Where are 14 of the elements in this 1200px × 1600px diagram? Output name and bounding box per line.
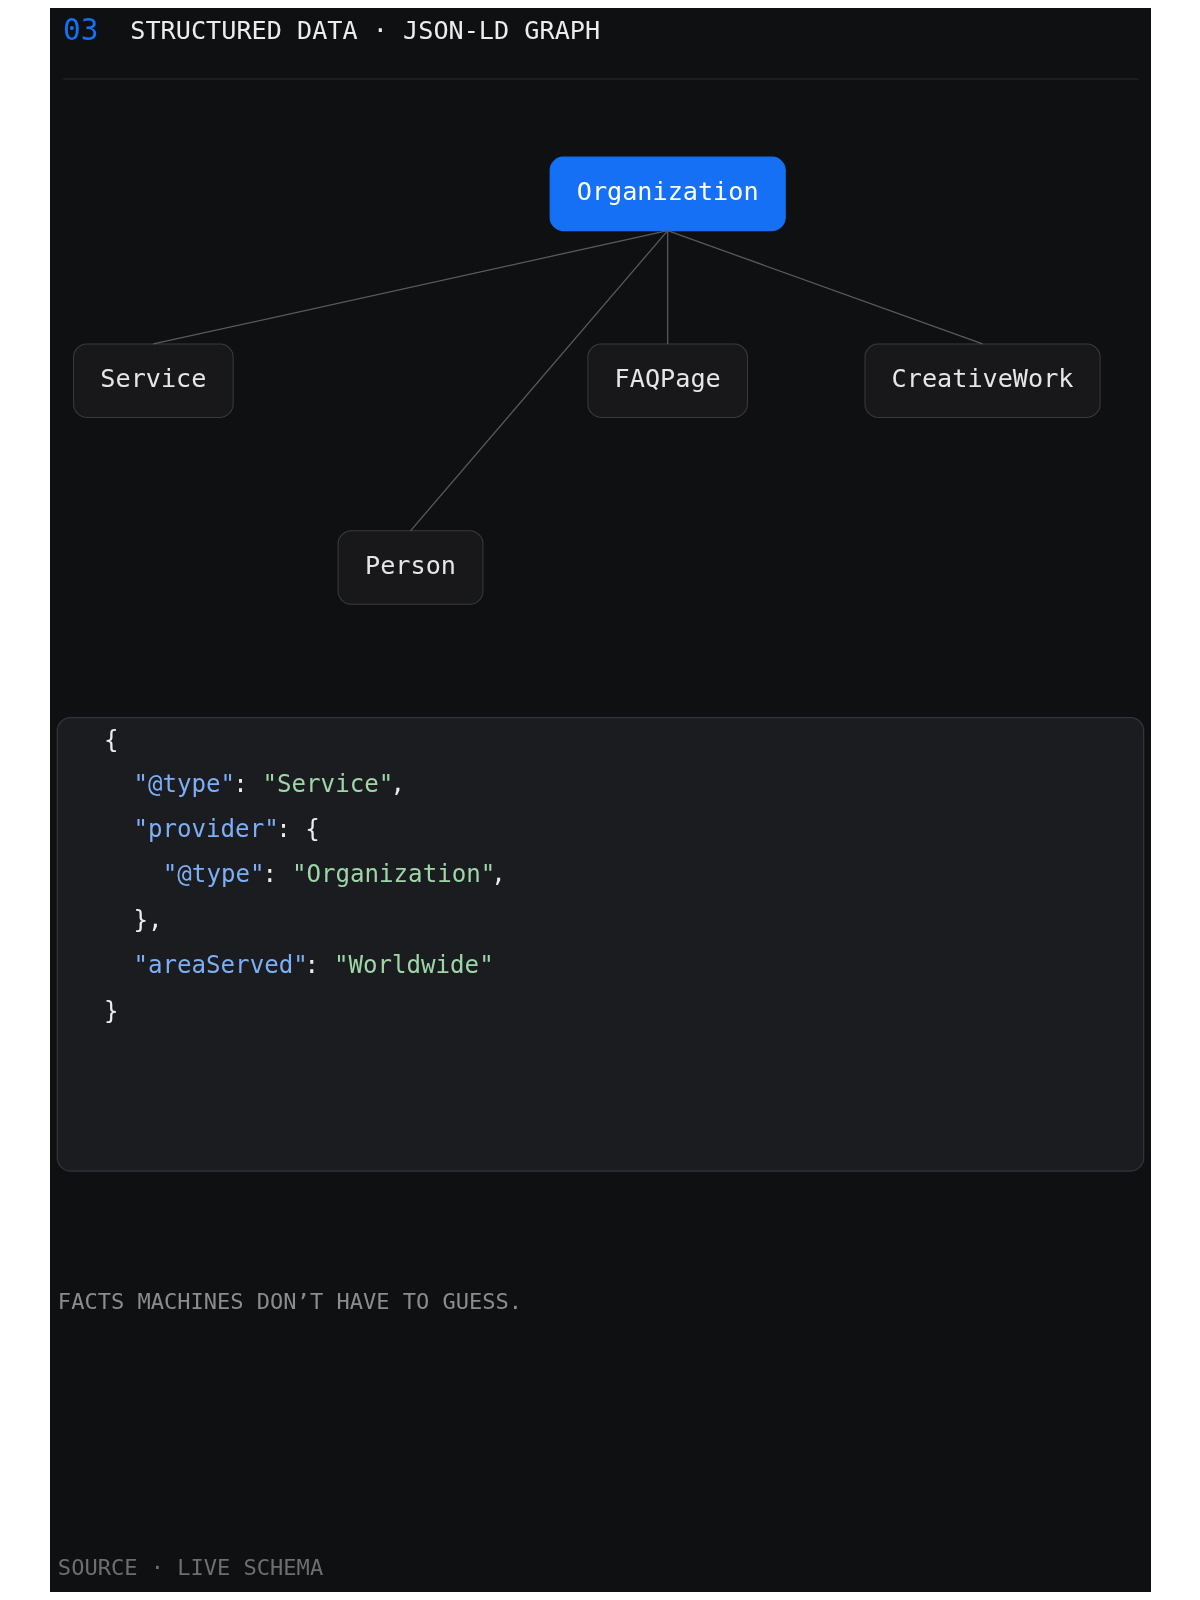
node-box: CreativeWork (863, 343, 1101, 418)
connector (666, 230, 668, 345)
node-box: { "@type": "Service", "provider": { "@type": "Organization", }, "areaServed": "Worldwide" } (56, 717, 1144, 1172)
connector (666, 230, 983, 345)
label: FACTS MACHINES DON’T HAVE TO GUESS. (57, 1289, 522, 1315)
node-box: FAQPage (586, 343, 748, 418)
label: 03 (62, 13, 98, 48)
label: SOURCE · LIVE SCHEMA (57, 1554, 323, 1580)
diagram-title: STRUCTURED DATA · JSON-LD GRAPH (129, 16, 600, 46)
node-box: Person (337, 530, 483, 605)
connector (409, 230, 668, 532)
node-box: Organization (549, 156, 786, 232)
node-box: Service (72, 343, 234, 418)
connector (152, 230, 668, 345)
